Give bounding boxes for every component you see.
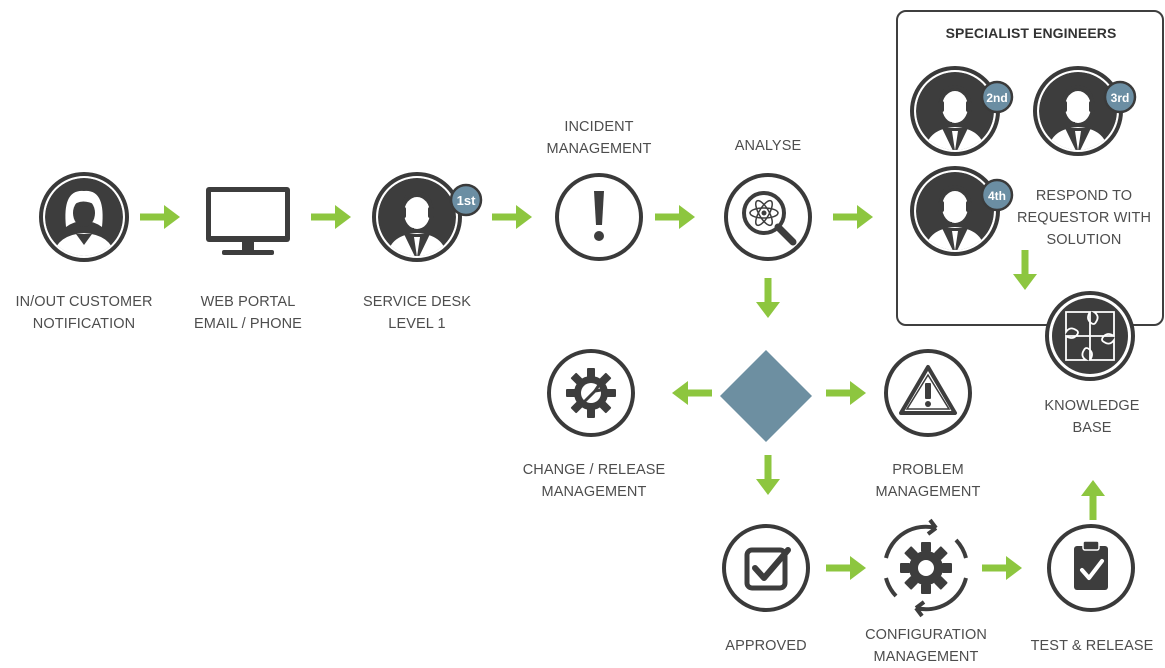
- badge-3rd: 3rd: [1103, 80, 1137, 114]
- incident-label: INCIDENT MANAGEMENT: [546, 119, 652, 157]
- monitor-icon: [206, 187, 290, 255]
- portal-label: WEB PORTAL EMAIL / PHONE: [194, 294, 302, 332]
- badge-4th: 4th: [980, 178, 1014, 212]
- svg-text:2nd: 2nd: [986, 91, 1007, 105]
- decision-diamond: [720, 350, 812, 442]
- customer-label: IN/OUT CUSTOMER NOTIFICATION: [15, 294, 153, 332]
- customer-female-icon: [39, 172, 129, 262]
- specialist-4th-agent-icon: [912, 168, 998, 255]
- knowledge-base-label: KNOWLEDGE BASE: [1044, 398, 1140, 436]
- arrow-customer-to-portal: [140, 205, 180, 229]
- specialist-engineers-box: [896, 10, 1164, 326]
- arrow-decision-to-change: [672, 381, 712, 405]
- arrow-decision-to-problem: [826, 381, 866, 405]
- arrow-service-desk-to-incident: [492, 205, 532, 229]
- analyse-label: ANALYSE: [734, 138, 802, 154]
- service-desk-agent-icon: [374, 174, 460, 261]
- gear-cycle-icon: [884, 518, 968, 618]
- specialist-2nd-agent-icon: [912, 68, 998, 155]
- test-release-label: TEST & RELEASE: [1030, 638, 1154, 654]
- configuration-label: CONFIGURATION MANAGEMENT: [865, 627, 987, 665]
- arrow-respond-to-knowledge: [1013, 250, 1037, 290]
- approved-label: APPROVED: [725, 638, 807, 654]
- respond-to-requestor-label: RESPOND TO REQUESTOR WITH SOLUTION: [1016, 188, 1152, 248]
- badge-2nd: 2nd: [980, 80, 1014, 114]
- checkbox-icon: [722, 524, 810, 612]
- specialist-engineers-title: SPECIALIST ENGINEERS: [945, 25, 1117, 41]
- exclamation-icon: [555, 173, 643, 261]
- change-release-label: CHANGE / RELEASE MANAGEMENT: [522, 462, 666, 500]
- gear-wrench-icon: [547, 349, 635, 437]
- arrow-configuration-to-test: [982, 556, 1022, 580]
- puzzle-icon: [1045, 291, 1135, 381]
- svg-text:4th: 4th: [988, 189, 1006, 203]
- magnifier-atom-icon: [724, 173, 812, 261]
- badge-1st: 1st: [449, 183, 483, 217]
- warning-triangle-icon: [884, 349, 972, 437]
- service-desk-label: SERVICE DESK LEVEL 1: [362, 294, 472, 332]
- arrow-incident-to-analyse: [655, 205, 695, 229]
- svg-text:1st: 1st: [457, 193, 476, 208]
- arrow-test-to-knowledge: [1081, 480, 1105, 520]
- clipboard-check-icon: [1047, 524, 1135, 612]
- svg-text:3rd: 3rd: [1111, 91, 1130, 105]
- arrow-analyse-to-decision: [756, 278, 780, 318]
- specialist-3rd-agent-icon: [1035, 68, 1121, 155]
- problem-label: PROBLEM MANAGEMENT: [875, 462, 981, 500]
- arrow-approved-to-configuration: [826, 556, 866, 580]
- arrow-portal-to-service-desk: [311, 205, 351, 229]
- arrow-analyse-to-specialists: [833, 205, 873, 229]
- arrow-decision-to-approved: [756, 455, 780, 495]
